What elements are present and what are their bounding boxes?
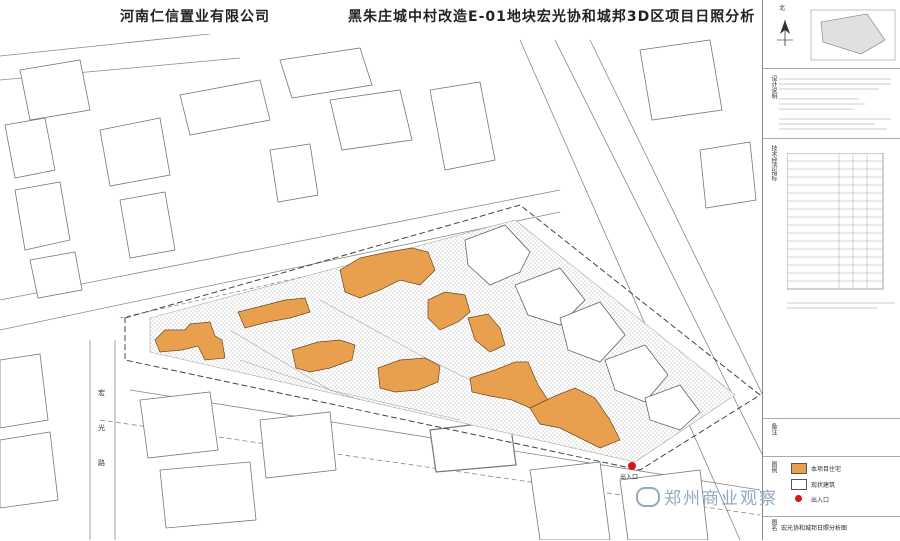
table-notes-lines — [787, 302, 895, 309]
project-building — [529, 387, 621, 449]
watermark: 郑州商业观察 — [636, 484, 778, 509]
section-label: 设计说明 — [770, 75, 777, 99]
drawing-title: 黑朱庄城中村改造E-01地块宏光协和城邦3D区项目日照分析 — [348, 9, 756, 25]
section-drawing-name: 图名 宏光协和城邦日照分析图 — [763, 516, 900, 541]
watermark-text: 郑州商业观察 — [664, 489, 778, 509]
road-name-char: 路 — [98, 458, 105, 467]
road-name-char: 光 — [98, 423, 105, 432]
indicator-table — [787, 153, 884, 290]
site-grounds — [149, 219, 736, 463]
project-building — [467, 313, 506, 353]
existing-high-rises — [464, 224, 701, 431]
section-label: 技术经济指标 — [770, 145, 777, 181]
legend-swatch-entrance — [795, 495, 802, 502]
project-building — [291, 339, 356, 373]
road-name-char: 宏 — [98, 388, 105, 397]
project-building — [154, 321, 226, 361]
wechat-icon — [636, 487, 660, 507]
company-name: 河南仁信置业有限公司 — [120, 9, 270, 25]
section-label: 图例 — [770, 461, 777, 473]
legend-swatch-existing — [791, 479, 807, 490]
section-design-notes: 设计说明 — [763, 68, 900, 139]
section-remarks: 备注 — [763, 418, 900, 457]
entrance-marker: 出入口 — [620, 462, 638, 481]
section-label: 备注 — [770, 423, 777, 435]
header: 河南仁信置业有限公司 黑朱庄城中村改造E-01地块宏光协和城邦3D区项目日照分析 — [0, 0, 760, 34]
project-building — [377, 357, 441, 393]
site-plan: 出入口 宏 光 路 — [0, 34, 762, 540]
title-block-sidebar: 北 设计说明 技术经济指标 — [762, 0, 900, 540]
north-arrow-icon — [777, 9, 896, 61]
site-boundary — [124, 204, 761, 471]
entrance-label: 出入口 — [620, 473, 638, 481]
north-label: 北 — [779, 5, 786, 12]
section-index-table: 技术经济指标 — [763, 138, 900, 419]
legend-label: 现状建筑 — [811, 482, 836, 489]
legend-label: 本项目住宅 — [811, 466, 842, 473]
notes-text-lines — [779, 78, 891, 130]
section-legend: 图例 本项目住宅 现状建筑 出入口 — [763, 456, 900, 517]
section-label: 图名 — [770, 519, 777, 531]
existing-buildings — [0, 39, 757, 540]
entrance-dot — [628, 462, 636, 470]
project-buildings — [154, 247, 621, 449]
north-key-area: 北 — [763, 0, 900, 68]
legend-swatch-project — [791, 463, 807, 474]
inner-paths — [229, 299, 471, 421]
legend-label: 出入口 — [811, 497, 830, 504]
title-block-name: 宏光协和城邦日照分析图 — [781, 525, 848, 532]
road-name: 宏 光 路 — [98, 388, 105, 467]
project-building — [427, 291, 471, 331]
project-building — [237, 297, 311, 329]
project-building — [339, 247, 436, 299]
